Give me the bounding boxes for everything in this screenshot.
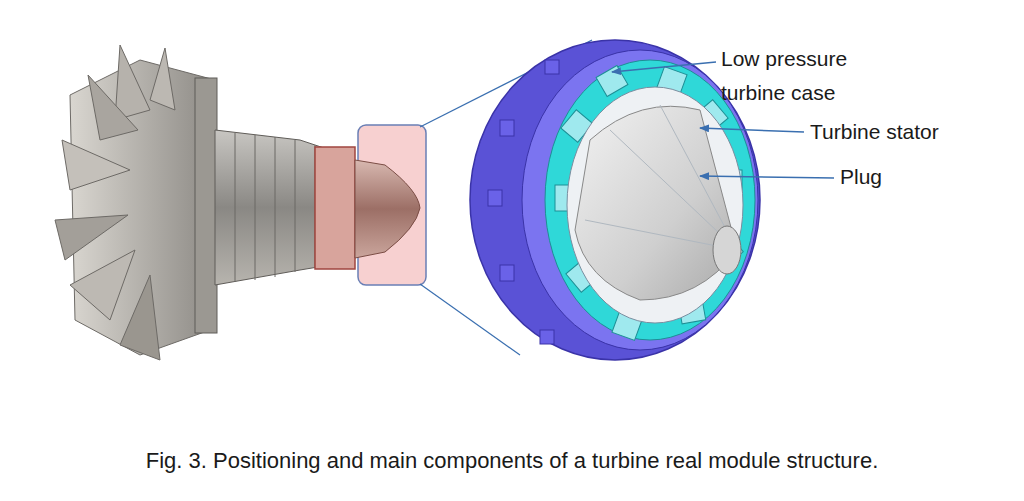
figure-caption: Fig. 3. Positioning and main components … xyxy=(0,446,1024,476)
part-label: Low pressure turbine case xyxy=(721,42,896,110)
part-label: Plug xyxy=(840,163,960,191)
part-label: Turbine stator xyxy=(810,118,1010,146)
